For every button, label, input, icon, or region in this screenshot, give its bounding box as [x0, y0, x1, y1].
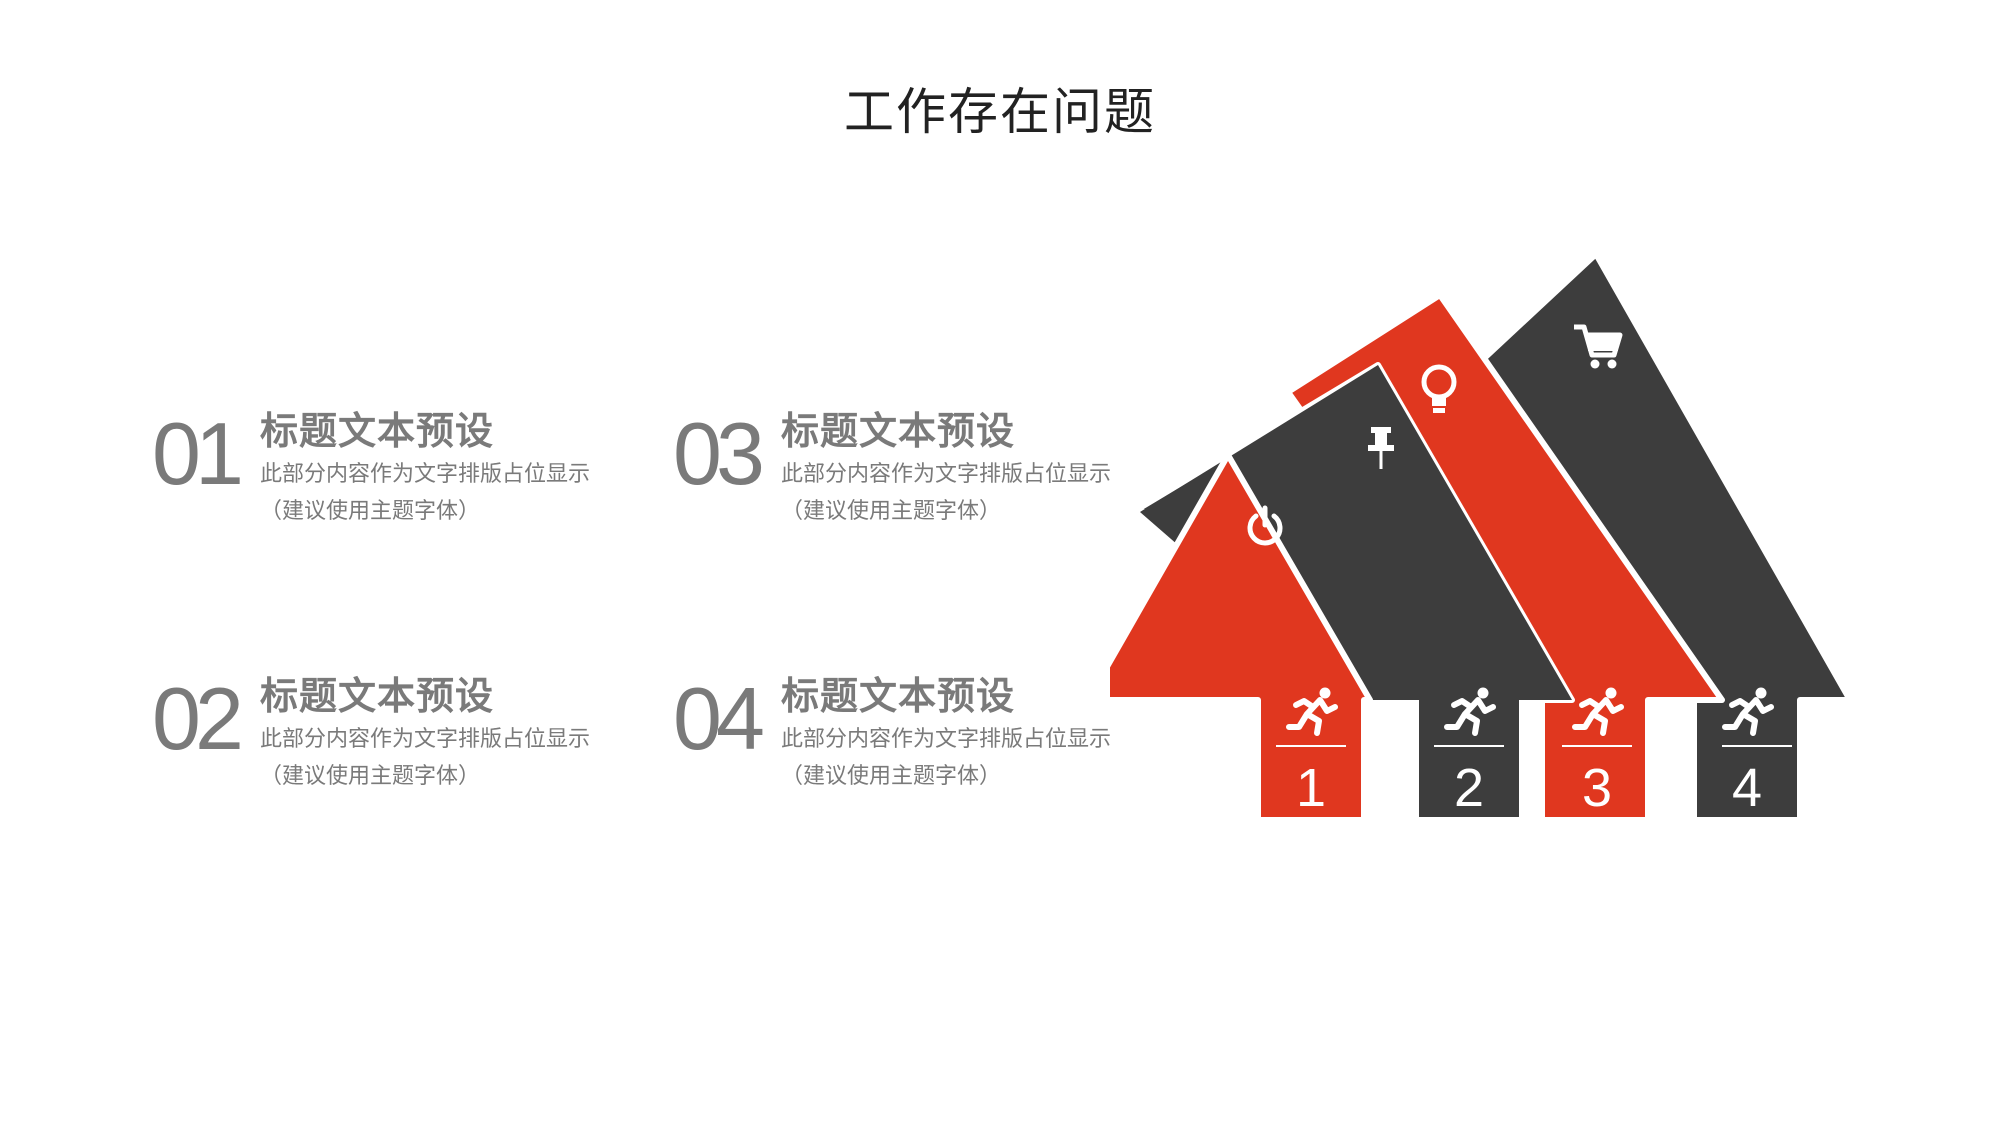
item-title: 标题文本预设: [781, 409, 1016, 453]
item-description-line: 此部分内容作为文字排版占位显示: [260, 462, 591, 487]
item-number: 03: [673, 404, 765, 503]
item-description: 此部分内容作为文字排版占位显示 （建议使用主题字体）: [781, 456, 1111, 530]
arrow-3-label: 3: [1582, 758, 1612, 818]
item-title: 标题文本预设: [781, 674, 1016, 718]
lightbulb-icon: [1421, 364, 1457, 413]
arrow-4-label: 4: [1732, 758, 1762, 818]
item-04: 04 标题文本预设 此部分内容作为文字排版占位显示 （建议使用主题字体）: [673, 665, 1193, 815]
arrows-diagram: 4 3 2 1: [1110, 251, 1853, 823]
item-description-line: 此部分内容作为文字排版占位显示: [781, 727, 1112, 752]
item-description-line: 此部分内容作为文字排版占位显示: [260, 727, 591, 752]
arrow-1-label: 1: [1296, 758, 1326, 818]
item-03: 03 标题文本预设 此部分内容作为文字排版占位显示 （建议使用主题字体）: [673, 400, 1193, 550]
item-01: 01 标题文本预设 此部分内容作为文字排版占位显示 （建议使用主题字体）: [152, 400, 672, 550]
item-number: 01: [152, 404, 244, 503]
item-number: 02: [152, 669, 244, 768]
pushpin-icon: [1368, 427, 1394, 469]
item-description: 此部分内容作为文字排版占位显示 （建议使用主题字体）: [260, 456, 590, 530]
item-description-line: （建议使用主题字体）: [781, 764, 1002, 789]
arrow-1: 1: [1110, 452, 1373, 823]
item-description-line: （建议使用主题字体）: [260, 499, 481, 524]
item-number: 04: [673, 669, 765, 768]
item-description-line: （建议使用主题字体）: [260, 764, 481, 789]
item-02: 02 标题文本预设 此部分内容作为文字排版占位显示 （建议使用主题字体）: [152, 665, 672, 815]
item-description: 此部分内容作为文字排版占位显示 （建议使用主题字体）: [781, 721, 1111, 795]
item-description-line: 此部分内容作为文字排版占位显示: [781, 462, 1112, 487]
arrow-2-fill: [1140, 365, 1572, 700]
item-title: 标题文本预设: [260, 674, 495, 718]
power-icon: [1247, 505, 1283, 546]
shopping-cart-icon: [1574, 324, 1623, 369]
page-title: 工作存在问题: [844, 83, 1156, 141]
item-description: 此部分内容作为文字排版占位显示 （建议使用主题字体）: [260, 721, 590, 795]
arrow-1-shape: [1110, 452, 1373, 823]
arrow-2-label: 2: [1454, 758, 1484, 818]
item-title: 标题文本预设: [260, 409, 495, 453]
item-description-line: （建议使用主题字体）: [781, 499, 1002, 524]
